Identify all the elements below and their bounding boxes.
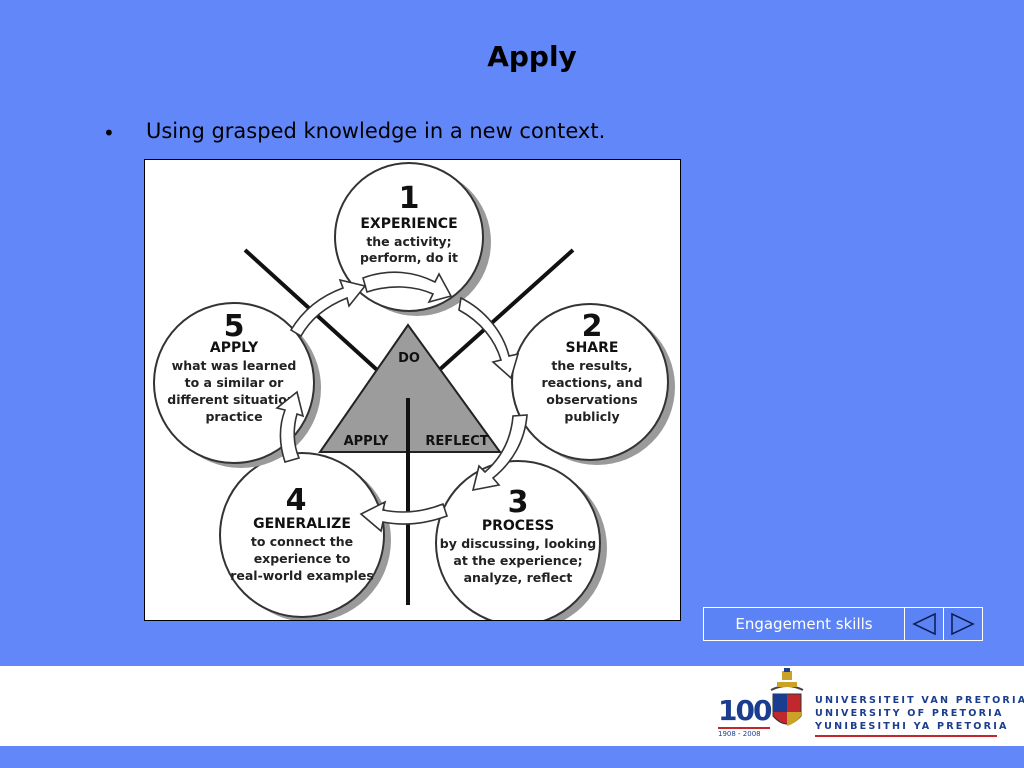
university-crest-icon: [770, 668, 804, 726]
centenary-logo: 100 1908 - 2008: [718, 694, 772, 738]
stage-desc-line: what was learned: [172, 358, 297, 373]
footer-strip: [0, 746, 1024, 768]
university-names: UNIVERSITEIT VAN PRETORIA UNIVERSITY OF …: [815, 694, 1024, 737]
stage-desc-line: different situation;: [167, 392, 300, 407]
stage-desc-line: at the experience;: [453, 553, 582, 568]
cycle-diagram-svg: DO APPLY REFLECT 1 EXPERIENCE the activi…: [153, 162, 675, 620]
stage-desc-line: to a similar or: [185, 375, 285, 390]
slide-title: Apply: [487, 40, 577, 73]
stage-number: 3: [508, 485, 529, 520]
university-name-afrikaans: UNIVERSITEIT VAN PRETORIA: [815, 695, 1024, 706]
stage-desc-line: the results,: [551, 358, 632, 373]
stage-desc-line: publicly: [564, 409, 619, 424]
stage-heading: APPLY: [210, 340, 259, 356]
stage-desc-line: practice: [205, 409, 262, 424]
triangle-left-icon: [912, 612, 936, 636]
university-name-english: UNIVERSITY OF PRETORIA: [815, 708, 1004, 719]
triangle-label-do: DO: [398, 351, 420, 366]
arrow-3-to-4: [359, 500, 449, 533]
stage-desc-line: to connect the: [251, 534, 353, 549]
stage-2-share: 2 SHARE the results, reactions, and obse…: [511, 303, 675, 465]
stage-heading: SHARE: [566, 340, 619, 356]
stage-heading: EXPERIENCE: [360, 216, 457, 232]
previous-slide-button[interactable]: [905, 608, 944, 640]
stage-desc-line: real-world examples: [230, 568, 374, 583]
stage-number: 1: [399, 181, 420, 216]
arrow-5-to-1: [289, 278, 367, 338]
footer-bar: [0, 666, 1024, 746]
stage-number: 2: [582, 309, 603, 344]
stage-number: 5: [224, 309, 245, 344]
arrow-4-to-5: [275, 390, 305, 463]
stage-desc-line: analyze, reflect: [464, 570, 573, 585]
university-name-rule: [815, 735, 997, 737]
stage-4-generalize: 4 GENERALIZE to connect the experience t…: [219, 452, 391, 620]
stage-desc-line: the activity;: [366, 234, 451, 249]
centenary-number: 100: [718, 694, 772, 727]
nav-section-label[interactable]: Engagement skills: [704, 608, 905, 640]
stage-desc-line: by discussing, looking: [440, 536, 596, 551]
arrow-2-to-3: [471, 414, 528, 492]
stage-5-apply: 5 APPLY what was learned to a similar or…: [153, 302, 321, 468]
stage-desc-line: reactions, and: [541, 375, 642, 390]
bullet-marker: •: [103, 121, 115, 145]
stage-3-process: 3 PROCESS by discussing, looking at the …: [435, 460, 607, 620]
bullet-text: Using grasped knowledge in a new context…: [146, 119, 606, 143]
triangle-right-icon: [951, 612, 975, 636]
triangle-label-apply: APPLY: [344, 434, 389, 449]
arrow-1-to-2: [362, 271, 453, 304]
stage-desc-line: experience to: [254, 551, 351, 566]
stage-number: 4: [286, 483, 307, 518]
triangle-label-reflect: REFLECT: [425, 434, 488, 449]
stage-heading: PROCESS: [482, 518, 554, 534]
stage-heading: GENERALIZE: [253, 516, 351, 532]
next-slide-button[interactable]: [944, 608, 982, 640]
stage-desc-line: observations: [546, 392, 637, 407]
stage-desc-line: perform, do it: [360, 250, 458, 265]
university-name-sepedi: YUNIBESITHI YA PRETORIA: [815, 721, 1009, 732]
arrow-2-to-3-top: [458, 296, 520, 380]
slide-navigation: Engagement skills: [703, 607, 983, 641]
experiential-learning-cycle-diagram: DO APPLY REFLECT 1 EXPERIENCE the activi…: [144, 159, 681, 621]
centenary-years: 1908 - 2008: [718, 727, 771, 738]
